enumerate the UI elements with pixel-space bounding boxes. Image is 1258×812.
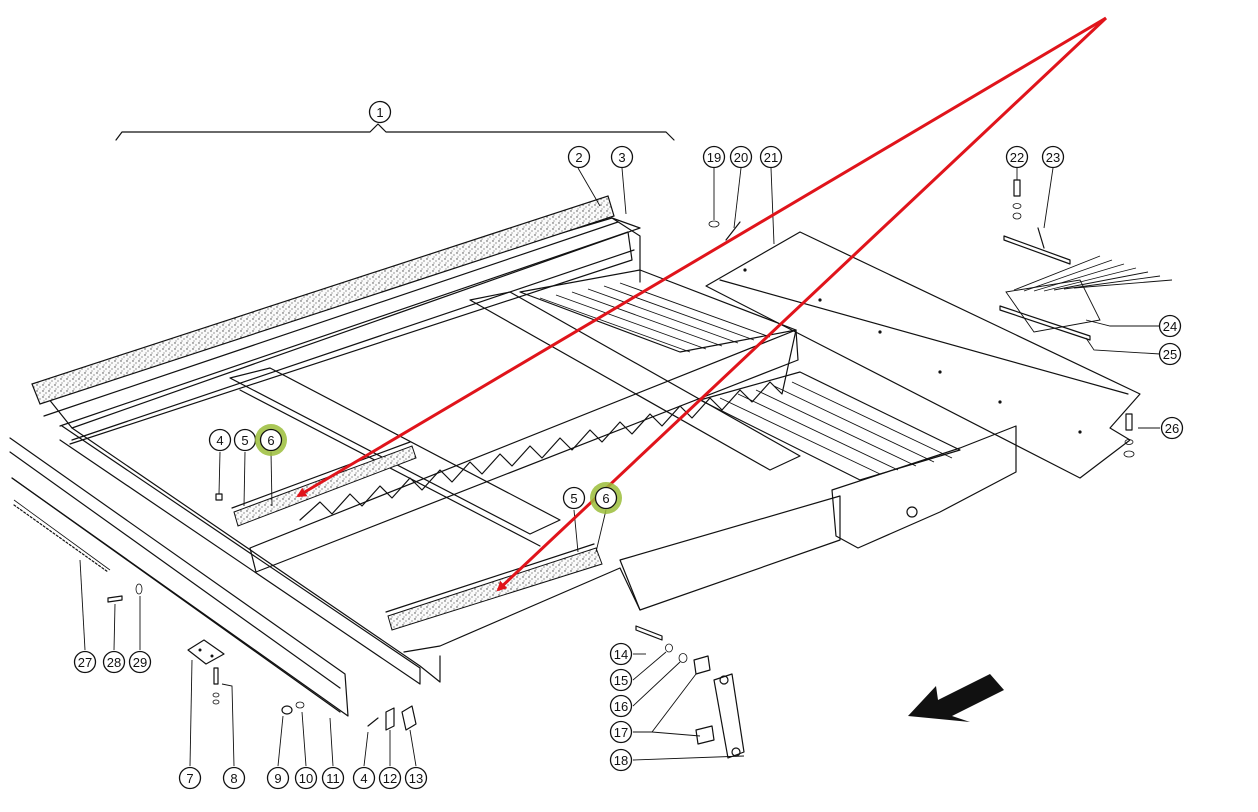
callout-7: 7	[178, 766, 202, 790]
callout-24: 24	[1158, 314, 1182, 338]
callout-label: 5	[570, 491, 577, 506]
callout-2: 2	[567, 145, 591, 169]
callout-label: 12	[383, 771, 397, 786]
callout-9: 9	[266, 766, 290, 790]
callout-6: 6	[255, 424, 287, 456]
callout-11: 11	[321, 766, 345, 790]
callout-17: 17	[609, 720, 633, 744]
callout-27: 27	[73, 650, 97, 674]
callout-label: 16	[614, 699, 628, 714]
callout-16: 16	[609, 694, 633, 718]
callout-8: 8	[222, 766, 246, 790]
callout-label: 17	[614, 725, 628, 740]
callout-4: 4	[352, 766, 376, 790]
callout-19: 19	[702, 145, 726, 169]
callout-label: 20	[734, 150, 748, 165]
callout-1: 1	[368, 100, 392, 124]
callout-label: 23	[1046, 150, 1060, 165]
callout-label: 21	[764, 150, 778, 165]
callout-label: 4	[360, 771, 367, 786]
leader-lines	[79, 167, 1161, 767]
callout-label: 10	[299, 771, 313, 786]
callout-label: 3	[618, 150, 625, 165]
callout-13: 13	[404, 766, 428, 790]
callout-29: 29	[128, 650, 152, 674]
callout-12: 12	[378, 766, 402, 790]
assembly-bracket	[115, 123, 675, 141]
callout-label: 19	[707, 150, 721, 165]
callout-22: 22	[1005, 145, 1029, 169]
callout-label: 27	[78, 655, 92, 670]
callout-label: 4	[216, 433, 223, 448]
callout-10: 10	[294, 766, 318, 790]
callout-5: 5	[233, 428, 257, 452]
callout-15: 15	[609, 668, 633, 692]
callout-28: 28	[102, 650, 126, 674]
callout-21: 21	[759, 145, 783, 169]
callout-label: 2	[575, 150, 582, 165]
callout-label: 22	[1010, 150, 1024, 165]
callout-label: 25	[1163, 347, 1177, 362]
callout-label: 6	[267, 433, 274, 448]
callout-label: 24	[1163, 319, 1177, 334]
callout-label: 1	[376, 105, 383, 120]
callout-label: 28	[107, 655, 121, 670]
callout-26: 26	[1160, 416, 1184, 440]
callout-20: 20	[729, 145, 753, 169]
callout-label: 7	[186, 771, 193, 786]
callout-4: 4	[208, 428, 232, 452]
callout-label: 29	[133, 655, 147, 670]
callout-6: 6	[590, 482, 622, 514]
callout-label: 9	[274, 771, 281, 786]
callout-18: 18	[609, 748, 633, 772]
top-seal-strip	[31, 195, 615, 405]
callout-5: 5	[562, 486, 586, 510]
callout-label: 26	[1165, 421, 1179, 436]
seal-strip-left	[233, 445, 417, 527]
travel-direction-arrow-icon	[908, 674, 1004, 722]
callout-3: 3	[610, 145, 634, 169]
callout-label: 13	[409, 771, 423, 786]
callout-14: 14	[609, 642, 633, 666]
callout-label: 8	[230, 771, 237, 786]
callout-label: 11	[326, 771, 340, 786]
callout-label: 14	[614, 647, 628, 662]
callout-23: 23	[1041, 145, 1065, 169]
red-arrow-left	[296, 16, 1107, 498]
callout-label: 6	[602, 491, 609, 506]
callout-25: 25	[1158, 342, 1182, 366]
callout-label: 15	[614, 673, 628, 688]
frame-drawing	[9, 179, 1173, 759]
callout-label: 5	[241, 433, 248, 448]
callout-label: 18	[614, 753, 628, 768]
red-arrows	[296, 16, 1108, 592]
seal-strip-right	[387, 547, 603, 631]
